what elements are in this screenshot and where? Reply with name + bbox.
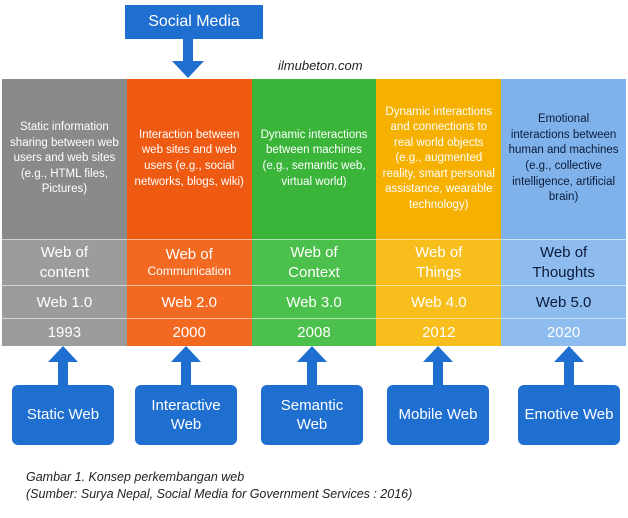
mobile-web-box: Mobile Web <box>387 385 489 445</box>
year-cell: 2008 <box>251 318 377 346</box>
name-line1: Web of <box>539 244 588 261</box>
name-line1: Web of <box>165 245 213 263</box>
name-cell: Web of Context <box>251 239 377 285</box>
up-arrow-icon <box>554 346 584 386</box>
year-cell: 1993 <box>2 318 127 346</box>
figure-caption-line1: Gambar 1. Konsep perkembangan web <box>26 470 245 484</box>
name-line1: Web of <box>40 244 89 261</box>
up-arrow-icon <box>423 346 453 386</box>
year-cell: 2000 <box>126 318 252 346</box>
name-line1: Web of <box>415 244 463 261</box>
column-web-4: Dynamic interactions and connections to … <box>376 79 502 346</box>
column-web-5: Emotional interactions between human and… <box>501 79 626 346</box>
up-arrow-icon <box>171 346 201 386</box>
description-cell: Interaction between web sites and web us… <box>126 79 252 239</box>
version-cell: Web 3.0 <box>251 285 377 318</box>
name-cell: Web of Things <box>376 239 502 285</box>
emotive-web-box: Emotive Web <box>518 385 620 445</box>
interactive-web-box: Interactive Web <box>135 385 237 445</box>
column-web-1: Static information sharing between web u… <box>2 79 127 346</box>
up-arrow-icon <box>48 346 78 386</box>
version-cell: Web 5.0 <box>501 285 626 318</box>
description-cell: Dynamic interactions between machines (e… <box>251 79 377 239</box>
description-cell: Emotional interactions between human and… <box>501 79 626 239</box>
name-line2: Context <box>288 263 340 281</box>
year-cell: 2012 <box>376 318 502 346</box>
social-media-arrow <box>172 39 204 78</box>
figure-caption-line2: (Sumber: Surya Nepal, Social Media for G… <box>26 487 413 501</box>
description-cell: Static information sharing between web u… <box>2 79 127 239</box>
year-cell: 2020 <box>501 318 626 346</box>
name-line2: Thoughts <box>532 263 595 281</box>
name-line2: Things <box>416 263 462 281</box>
version-cell: Web 2.0 <box>126 285 252 318</box>
name-cell: Web of content <box>2 239 127 285</box>
version-cell: Web 4.0 <box>376 285 502 318</box>
name-line1: Web of <box>290 244 338 261</box>
name-line2: content <box>39 263 89 281</box>
semantic-web-box: Semantic Web <box>261 385 363 445</box>
up-arrow-icon <box>297 346 327 386</box>
name-cell: Web of Thoughts <box>501 239 626 285</box>
name-line2: Communication <box>147 264 231 279</box>
version-cell: Web 1.0 <box>2 285 127 318</box>
social-media-label: Social Media <box>125 5 263 39</box>
column-web-3: Dynamic interactions between machines (e… <box>251 79 377 346</box>
web-evolution-grid: Static information sharing between web u… <box>2 79 626 346</box>
static-web-box: Static Web <box>12 385 114 445</box>
name-cell: Web of Communication <box>126 239 252 285</box>
source-site-label: ilmubeton.com <box>278 58 363 73</box>
column-web-2: Interaction between web sites and web us… <box>126 79 252 346</box>
description-cell: Dynamic interactions and connections to … <box>376 79 502 239</box>
